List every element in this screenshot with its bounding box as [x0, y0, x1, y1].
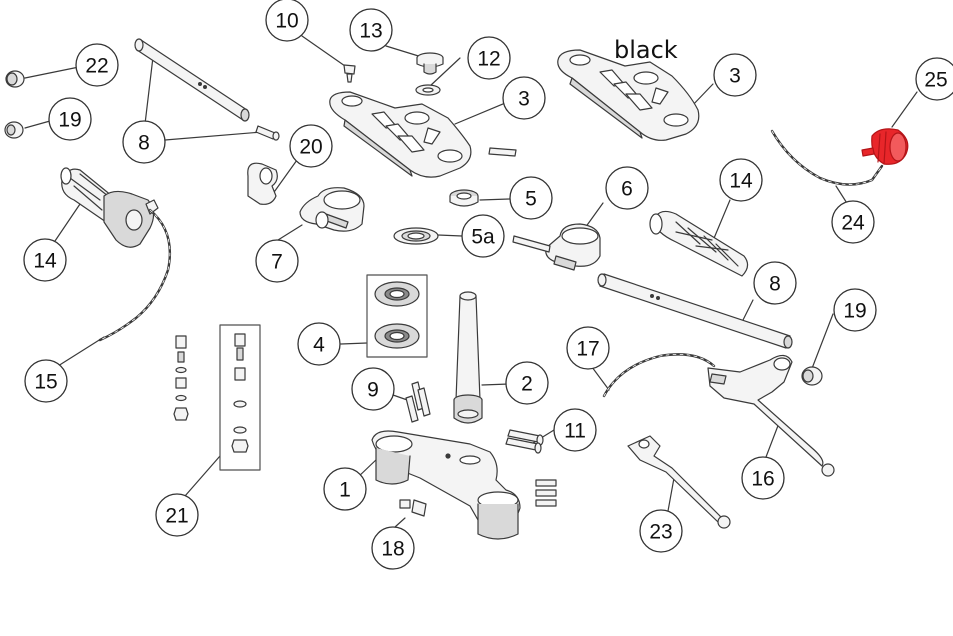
callout-24-circle	[831, 200, 875, 244]
callout-13-circle	[349, 8, 393, 52]
callout-14b-label: 14	[729, 170, 753, 193]
callout-25-label: 25	[924, 69, 947, 92]
callout-3b-circle	[713, 53, 757, 97]
callout-5-label: 5	[525, 188, 537, 211]
washer-12	[416, 85, 440, 95]
top-nut-13	[417, 53, 443, 74]
bar-end-19-right	[802, 367, 822, 385]
bearing-ring-5	[450, 190, 478, 206]
callout-8a-label: 8	[138, 132, 150, 155]
callout-8b-label: 8	[769, 273, 781, 296]
upper-triple-clamp-3	[330, 92, 516, 177]
callout-17-label: 17	[576, 338, 599, 361]
callout-5-circle	[509, 176, 553, 220]
bracket-18	[400, 500, 426, 516]
callout-22-label: 22	[85, 55, 108, 78]
callout-14a-label: 14	[33, 250, 57, 273]
callout-23-circle	[639, 509, 683, 553]
callout-18-circle	[371, 526, 415, 570]
clamp-7	[300, 188, 364, 231]
callout-15-circle	[24, 359, 68, 403]
callout-7-label: 7	[271, 251, 283, 274]
callout-9-circle	[351, 367, 395, 411]
hardware-group-frame	[219, 324, 261, 471]
switch-25-highlighted	[862, 129, 908, 164]
callout-14b-circle	[719, 158, 763, 202]
hardware-set-21	[174, 325, 260, 470]
callout-6-label: 6	[621, 178, 633, 201]
callout-4-label: 4	[313, 334, 325, 357]
clutch-lever-16	[708, 355, 834, 476]
washer-5a	[394, 228, 438, 244]
bar-end-plug-22	[6, 71, 24, 87]
callout-6-circle	[605, 166, 649, 210]
callout-21-circle	[155, 493, 199, 537]
grip-14-right	[650, 211, 748, 276]
bolts-9	[406, 382, 430, 422]
callout-19a-label: 19	[58, 109, 81, 132]
bolt-10	[344, 65, 355, 82]
clamp-6	[513, 224, 600, 270]
callout-16-label: 16	[751, 468, 774, 491]
callout-19b-circle	[833, 288, 877, 332]
callout-11-circle	[553, 408, 597, 452]
callout-11-label: 11	[564, 420, 586, 443]
callout-13-label: 13	[359, 20, 382, 43]
callout-4-circle	[297, 322, 341, 366]
callout-7-circle	[255, 239, 299, 283]
black-variant-note: black	[614, 36, 678, 64]
lower-triple-clamp-1	[372, 431, 556, 539]
callout-23-label: 23	[649, 521, 672, 544]
callout-2-circle	[505, 361, 549, 405]
cable-24	[772, 131, 882, 185]
callout-24-label: 24	[841, 212, 865, 235]
callout-10-label: 10	[275, 10, 298, 33]
callout-25-circle	[915, 57, 953, 101]
callout-19b-label: 19	[843, 300, 866, 323]
callout-8b-circle	[753, 261, 797, 305]
callout-20-circle	[289, 124, 333, 168]
callout-circles	[23, 0, 953, 570]
callout-10-circle	[265, 0, 309, 42]
callout-21-label: 21	[165, 505, 188, 528]
callout-12-label: 12	[477, 48, 500, 71]
clamp-20	[248, 163, 278, 204]
callout-1-label: 1	[339, 479, 351, 502]
throttle-cable-15	[100, 210, 170, 340]
callout-19a-circle	[48, 97, 92, 141]
bearings-box-4	[367, 275, 427, 357]
handlebar-tube-8-right	[598, 274, 792, 348]
brake-lever-23	[628, 436, 730, 528]
callout-18-label: 18	[381, 538, 404, 561]
callout-3a-circle	[502, 76, 546, 120]
throttle-assembly-14-left	[61, 168, 158, 247]
callout-1-circle	[323, 467, 367, 511]
callout-12-circle	[467, 36, 511, 80]
bearing-group-frame	[366, 274, 428, 358]
callout-9-label: 9	[367, 379, 379, 402]
callout-3a-label: 3	[518, 88, 530, 111]
steering-stem-2	[454, 292, 482, 423]
callout-8a-circle	[122, 120, 166, 164]
bar-end-19-left	[5, 122, 23, 138]
upper-triple-clamp-3-black	[558, 50, 699, 140]
callout-14a-circle	[23, 238, 67, 282]
callout-22-circle	[75, 43, 119, 87]
callout-17-circle	[566, 326, 610, 370]
clutch-cable-17	[604, 354, 714, 396]
callout-5a-circle	[461, 214, 505, 258]
callout-15-label: 15	[34, 371, 57, 394]
callout-16-circle	[741, 456, 785, 500]
bolts-11	[506, 430, 543, 453]
handlebar-tube-8-left	[135, 39, 279, 140]
callout-20-label: 20	[299, 136, 322, 159]
callout-3b-label: 3	[729, 65, 741, 88]
callout-5a-label: 5a	[471, 226, 495, 249]
callout-2-label: 2	[521, 373, 533, 396]
